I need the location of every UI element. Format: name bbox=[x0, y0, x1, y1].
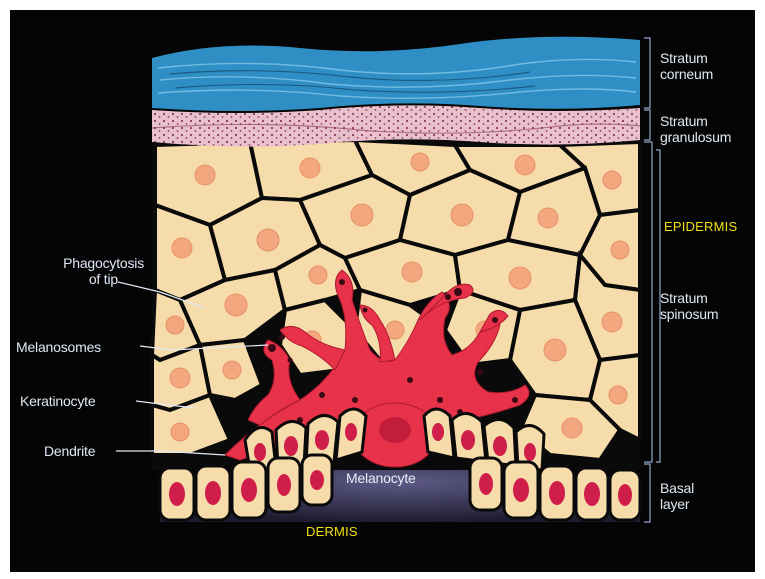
label-dermis: DERMIS bbox=[306, 524, 358, 540]
label-stratum-spinosum-line2: spinosum bbox=[660, 306, 718, 322]
label-basal-layer-line2: layer bbox=[660, 496, 694, 512]
label-keratinocyte: Keratinocyte bbox=[20, 393, 95, 409]
label-stratum-corneum-line1: Stratum bbox=[660, 50, 713, 66]
label-phagocytosis-line1: Phagocytosis bbox=[14, 255, 144, 271]
label-stratum-granulosum: Stratum granulosum bbox=[660, 113, 731, 145]
label-phagocytosis: Phagocytosis of tip bbox=[14, 255, 144, 287]
label-stratum-spinosum: Stratum spinosum bbox=[660, 290, 718, 322]
label-phagocytosis-line2: of tip bbox=[14, 271, 144, 287]
label-epidermis: EPIDERMIS bbox=[664, 219, 737, 235]
label-basal-layer-line1: Basal bbox=[660, 480, 694, 496]
label-stratum-corneum-line2: corneum bbox=[660, 66, 713, 82]
label-melanosomes: Melanosomes bbox=[16, 339, 101, 355]
label-stratum-granulosum-line1: Stratum bbox=[660, 113, 731, 129]
label-melanocyte: Melanocyte bbox=[346, 470, 416, 486]
label-stratum-granulosum-line2: granulosum bbox=[660, 129, 731, 145]
label-stratum-corneum: Stratum corneum bbox=[660, 50, 713, 82]
label-stratum-spinosum-line1: Stratum bbox=[660, 290, 718, 306]
layer-brackets bbox=[644, 38, 660, 522]
label-basal-layer: Basal layer bbox=[660, 480, 694, 512]
label-dendrite: Dendrite bbox=[44, 443, 95, 459]
